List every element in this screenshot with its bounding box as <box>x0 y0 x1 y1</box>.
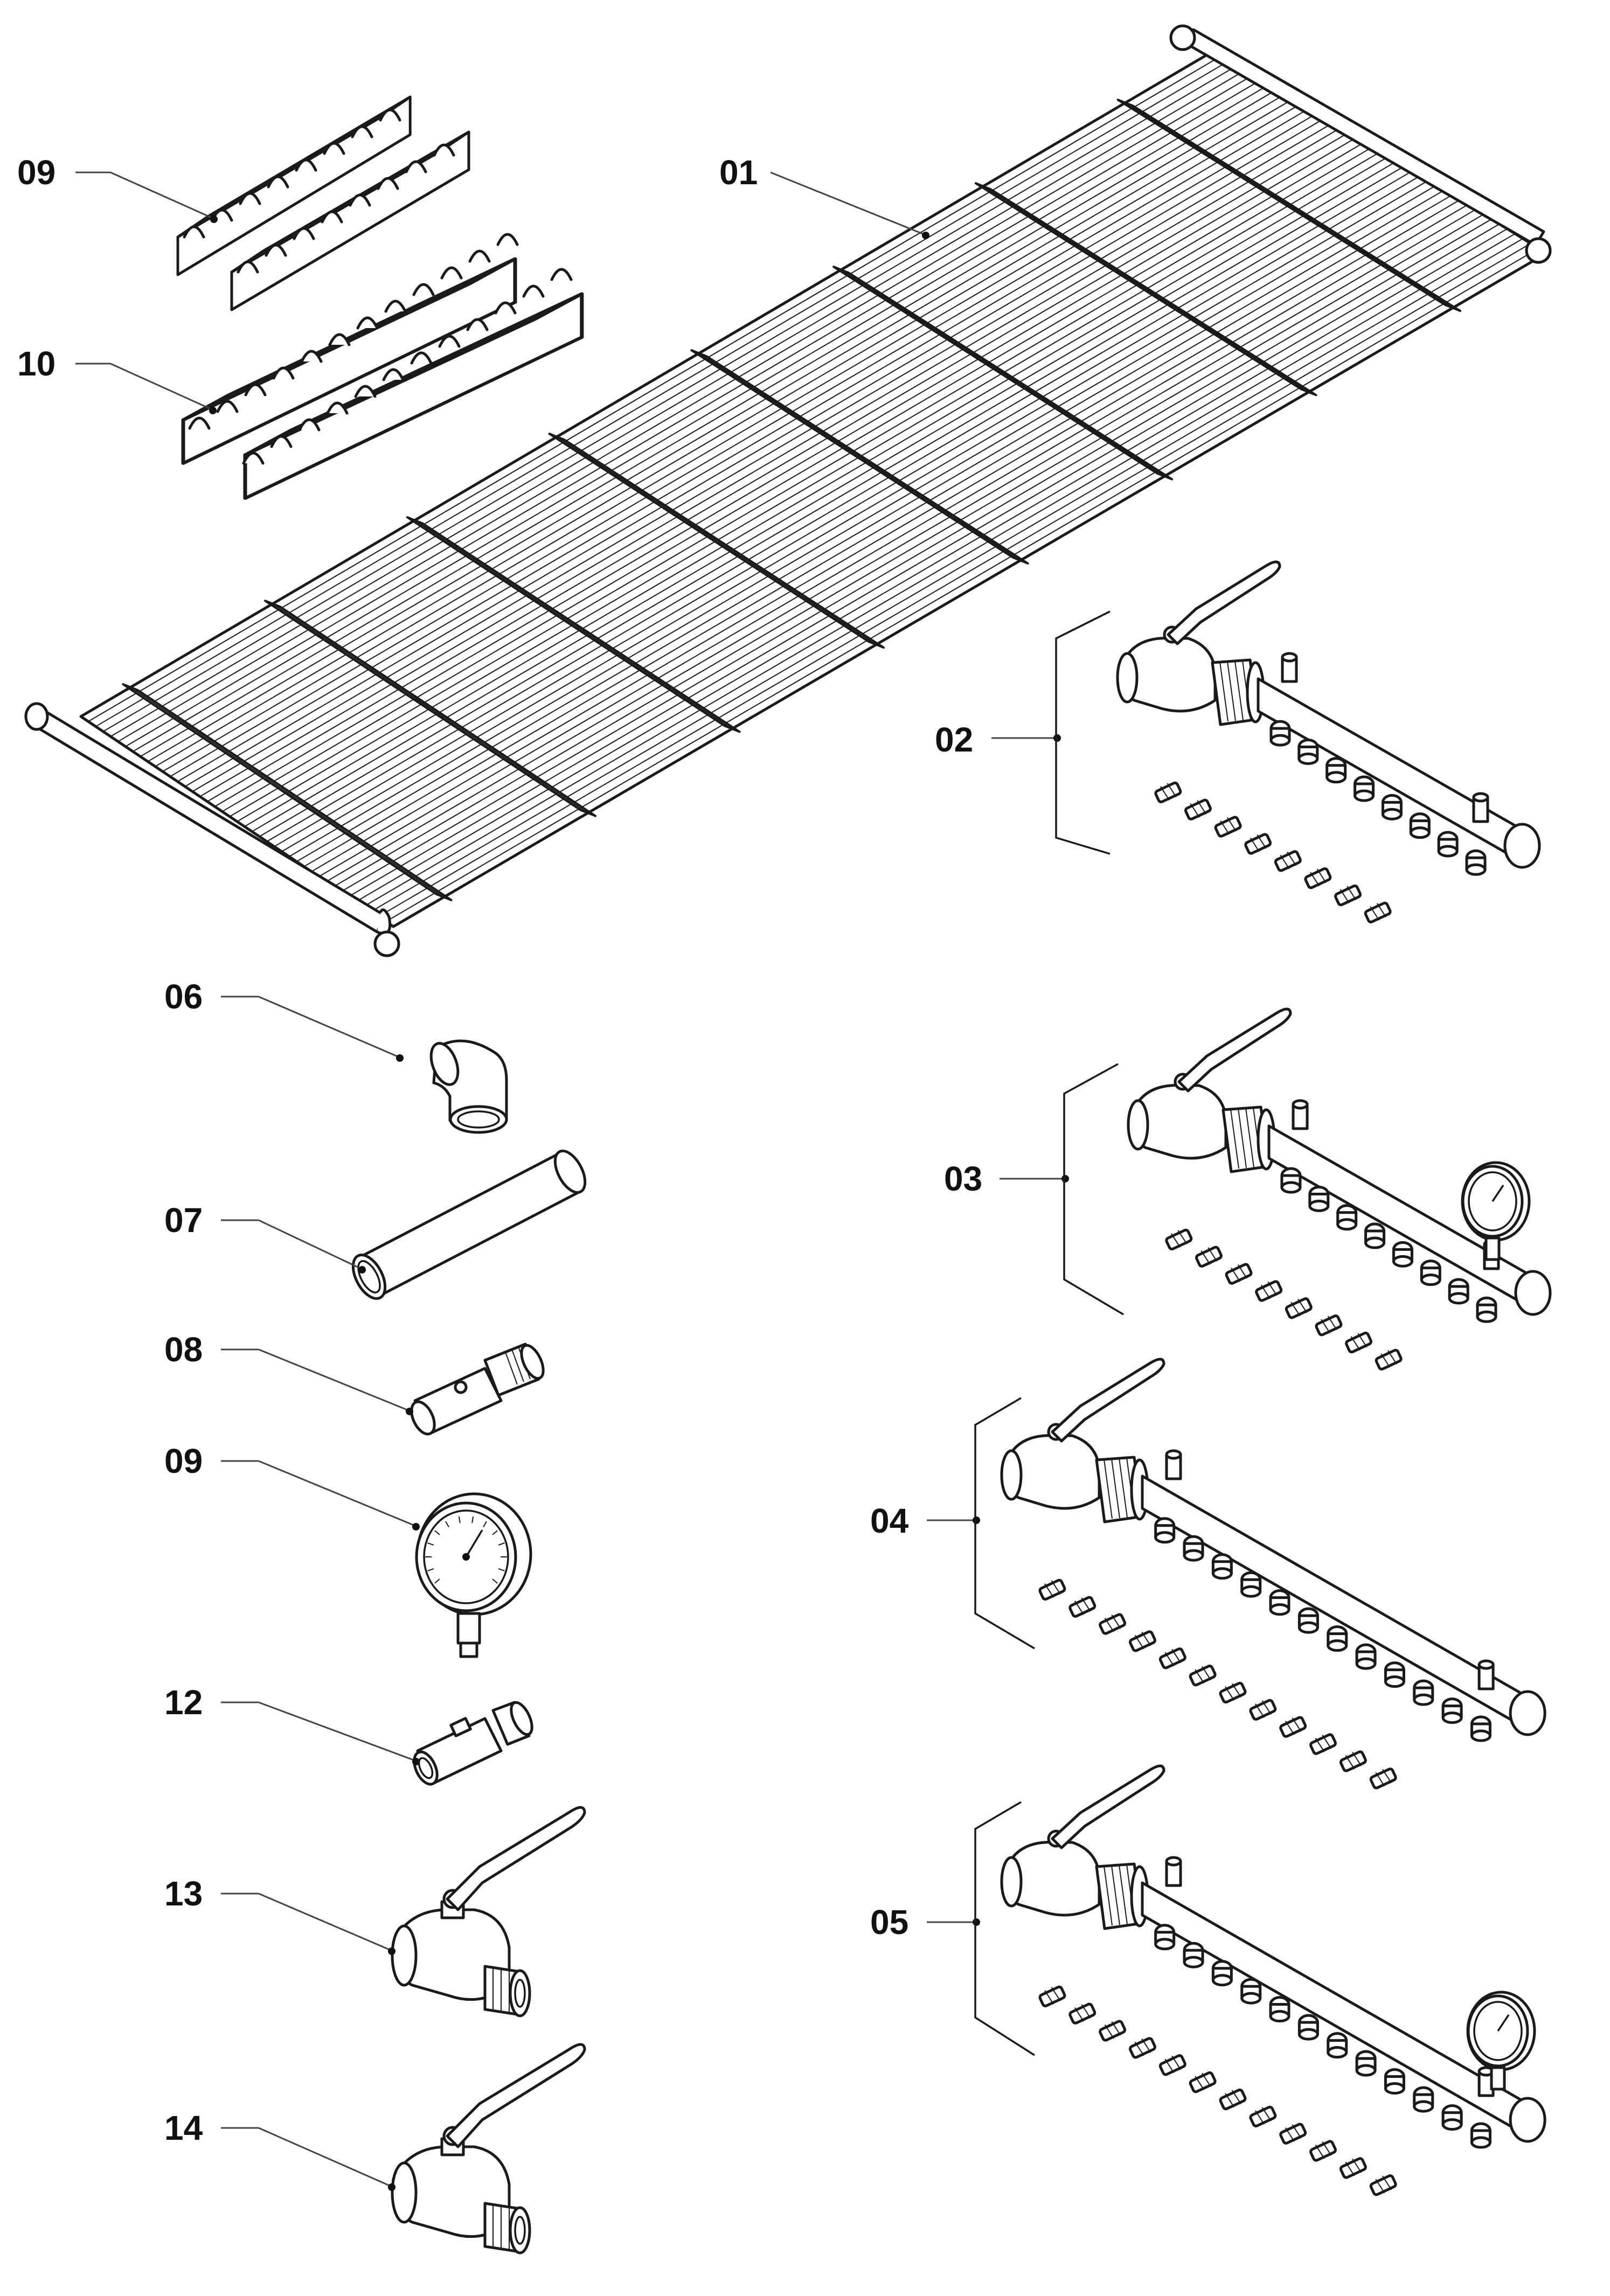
part-label-04: 04 <box>870 1501 909 1540</box>
part-label-05: 05 <box>870 1903 908 1942</box>
part-label-11: 10 <box>17 344 55 383</box>
manifold-label-05: 05 <box>870 1801 1035 2056</box>
part-label-02: 02 <box>935 720 973 759</box>
elbow-fitting-icon <box>429 1039 508 1134</box>
small-nozzle-icon <box>413 1701 533 1786</box>
manifold-valve-assembly-icon <box>1116 560 1541 923</box>
part-label-08: 08 <box>164 1330 203 1369</box>
long-manifold-valve-assembly-icon <box>1000 1358 1546 1789</box>
pressure-gauge-icon <box>415 1492 532 1658</box>
part-label-06: 06 <box>164 977 203 1016</box>
manifold-label-03: 03 <box>944 1063 1124 1316</box>
pipe-section-icon <box>351 1150 587 1300</box>
part-label-07: 07 <box>164 1201 203 1240</box>
part-label-09: 09 <box>164 1442 203 1480</box>
long-pipe-clamp-bar-icon <box>183 233 582 498</box>
part-label-13: 13 <box>164 1874 203 1913</box>
long-manifold-with-gauge-icon <box>1000 1764 1546 2196</box>
manifold-with-gauge-icon <box>1127 1007 1552 1370</box>
manifold-label-04: 04 <box>870 1397 1035 1650</box>
ball-valve-icon <box>391 1806 586 2017</box>
part-label-12: 12 <box>164 1683 203 1722</box>
part-label-14: 14 <box>164 2109 203 2147</box>
part-label-03: 03 <box>944 1159 982 1198</box>
ball-valve-alt-icon <box>391 2043 586 2255</box>
manifold-label-02: 02 <box>935 610 1111 855</box>
part-label-10: 09 <box>17 153 55 192</box>
short-pipe-clamp-bar-icon <box>178 97 469 310</box>
part-label-01: 01 <box>719 153 758 192</box>
solar-collector-panel-icon <box>24 24 1552 957</box>
threaded-nozzle-icon <box>410 1342 545 1436</box>
leader-line <box>770 171 925 235</box>
